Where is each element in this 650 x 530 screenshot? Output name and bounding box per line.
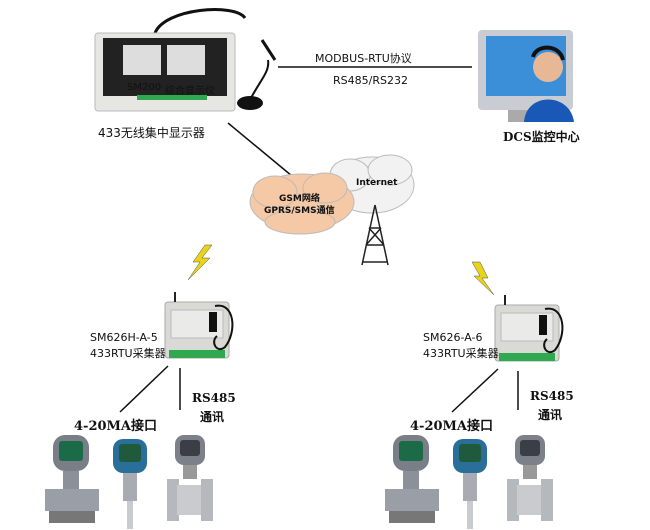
right-instruments [385, 435, 553, 529]
display-network-line [227, 122, 293, 177]
interface-label: RS485/RS232 [333, 74, 408, 87]
gsm-cloud [249, 172, 355, 235]
rtu-left-type: 433RTU采集器 [90, 347, 166, 360]
rtu-right-device [494, 294, 564, 362]
gsm-label: GSM网络 [279, 194, 320, 204]
radio-tower-icon [361, 204, 389, 266]
protocol-label: MODBUS-RTU协议 [315, 52, 412, 65]
left-instruments [45, 435, 213, 529]
dcs-computer-icon [478, 30, 574, 122]
wireless-signal-icon [187, 244, 213, 281]
panel-model-label: SM200 [127, 82, 162, 93]
rtu-right-analog: 4-20MA接口 [410, 419, 494, 434]
gprs-label: GPRS/SMS通信 [264, 206, 335, 216]
rtu-right-type: 433RTU采集器 [423, 347, 499, 360]
antenna-icon [237, 39, 277, 110]
dcs-caption: DCS监控中心 [503, 130, 580, 144]
rtu-left-rs485: RS485 [192, 391, 236, 405]
rtu-right-model: SM626-A-6 [423, 331, 483, 344]
rtu-right-comm: 通讯 [538, 408, 563, 422]
rtu-left-model: SM626H-A-5 [90, 331, 158, 344]
internet-label: Internet [356, 178, 398, 188]
rtu-left-device [164, 291, 234, 359]
sm200-display-device [94, 8, 247, 112]
rtu-right-rs485: RS485 [530, 389, 574, 403]
wireless-signal-icon [471, 261, 495, 296]
rtu-left-analog: 4-20MA接口 [74, 419, 158, 434]
rtu-left-comm: 通讯 [200, 410, 225, 424]
display-caption: 433无线集中显示器 [98, 126, 205, 140]
panel-name-label: 综合显示仪 [165, 86, 215, 97]
